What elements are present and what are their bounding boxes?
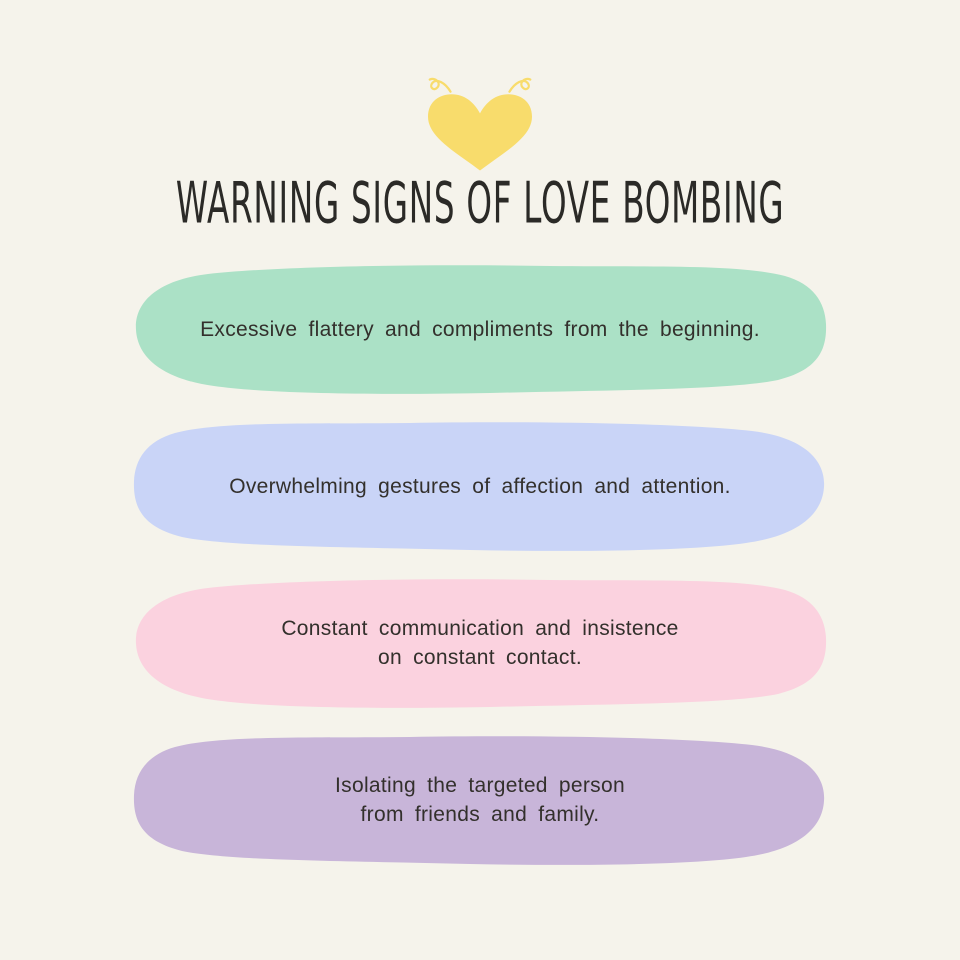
right-curl-spark-icon: [508, 77, 532, 93]
heart-shape: [428, 94, 532, 171]
card-text: Overwhelming gestures of affection and a…: [130, 419, 830, 553]
list-item-gestures: Overwhelming gestures of affection and a…: [130, 419, 830, 553]
card-text-line: on constant contact.: [378, 646, 582, 669]
card-text: Excessive flattery and compliments from …: [130, 262, 830, 396]
page-title: WARNING SIGNS OF LOVE BOMBING: [175, 170, 785, 237]
card-text: Isolating the targeted person from frien…: [130, 733, 830, 867]
left-curl-spark-icon: [428, 77, 452, 93]
card-text: Constant communication and insistence on…: [130, 576, 830, 710]
warning-signs-list: Excessive flattery and compliments from …: [130, 262, 830, 867]
card-text-line: Isolating the targeted person: [335, 774, 625, 797]
list-item-flattery: Excessive flattery and compliments from …: [130, 262, 830, 396]
card-text-line: Constant communication and insistence: [281, 617, 679, 640]
card-text-line: Overwhelming gestures of affection and a…: [229, 474, 731, 498]
card-blob-background: [135, 579, 827, 708]
card-text-line: Excessive flattery and compliments from …: [200, 317, 760, 341]
list-item-communication: Constant communication and insistence on…: [130, 576, 830, 710]
card-blob-background: [135, 265, 827, 394]
list-item-isolating: Isolating the targeted person from frien…: [130, 733, 830, 867]
card-text-line: from friends and family.: [360, 803, 600, 826]
heart-icon: [418, 70, 542, 174]
card-blob-background: [133, 422, 825, 551]
card-blob-background: [133, 736, 825, 865]
